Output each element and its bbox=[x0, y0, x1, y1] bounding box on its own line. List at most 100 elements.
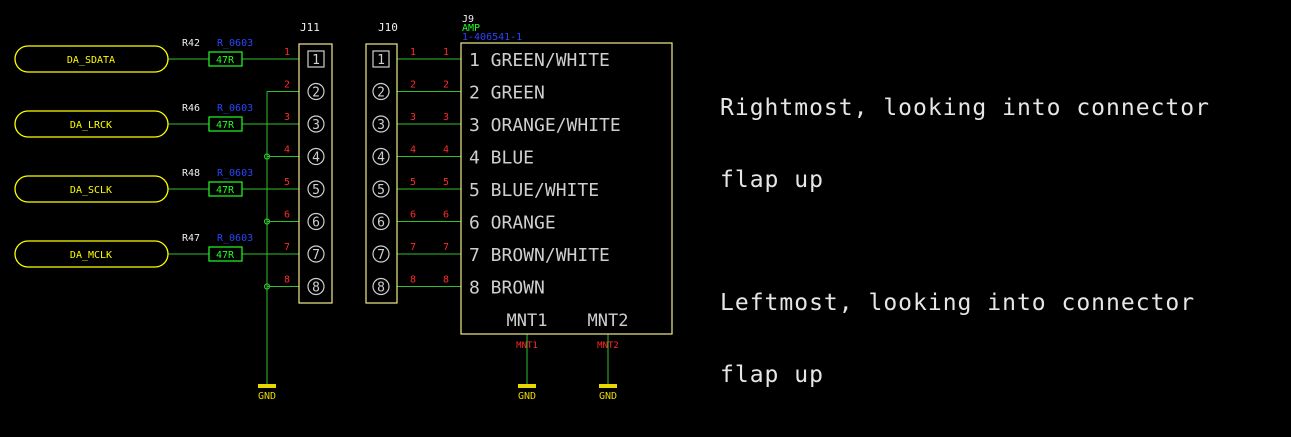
j11-pin-number-6: 6 bbox=[284, 210, 290, 221]
resistor-value-R42: 47R bbox=[216, 55, 235, 66]
gnd-symbol-MNT2 bbox=[599, 384, 617, 388]
j11-pin-6-circle bbox=[307, 212, 325, 231]
net-label-text-da_sclk: DA_SCLK bbox=[70, 185, 112, 196]
resistor-ref-R48: R48 bbox=[182, 168, 200, 179]
j11-body bbox=[298, 43, 333, 304]
j11-pin-number-5: 5 bbox=[284, 177, 290, 188]
j9-manufacturer: AMP bbox=[462, 23, 480, 34]
j11-pin-number-3: 3 bbox=[284, 112, 290, 123]
resistor-R46 bbox=[208, 116, 243, 132]
note-rightmost-line-1: Rightmost, looking into connector bbox=[720, 95, 1210, 121]
net-label-text-da_sdata: DA_SDATA bbox=[67, 55, 115, 66]
resistor-R42 bbox=[208, 51, 243, 67]
j10-pin-7-circle bbox=[372, 245, 390, 263]
j9-pin-number-4: 4 bbox=[443, 145, 449, 156]
j11-pin-8-circle bbox=[307, 277, 325, 296]
resistor-R47 bbox=[208, 246, 243, 262]
resistor-footprint-R42: R_0603 bbox=[217, 38, 253, 49]
j10-pin-label-1: 1 bbox=[377, 53, 385, 68]
j9-pin-number-8: 8 bbox=[443, 275, 449, 286]
j10-pin-5-circle bbox=[372, 180, 390, 198]
j10-pin-label-2: 2 bbox=[377, 86, 385, 101]
j9-pin-number-3: 3 bbox=[443, 112, 449, 123]
gnd-label-bus: GND bbox=[258, 391, 276, 402]
j11-pin-label-6: 6 bbox=[312, 216, 320, 231]
j9-pin-name-2: 2 GREEN bbox=[469, 83, 545, 104]
j11-pin-4-circle bbox=[307, 147, 325, 166]
j9-pin-number-7: 7 bbox=[443, 242, 449, 253]
j11-pin-label-3: 3 bbox=[312, 118, 320, 133]
j11-pin-1-square bbox=[307, 50, 325, 68]
resistor-value-R47: 47R bbox=[216, 250, 235, 261]
junction-8 bbox=[263, 283, 271, 290]
resistor-footprint-R46: R_0603 bbox=[217, 103, 253, 114]
resistor-ref-R46: R46 bbox=[182, 103, 200, 114]
j10-pin-label-8: 8 bbox=[377, 281, 385, 296]
j9-pin-number-5: 5 bbox=[443, 177, 449, 188]
j9-pin-name-4: 4 BLUE bbox=[469, 148, 534, 169]
gnd-symbol-MNT1 bbox=[518, 384, 536, 388]
parts bbox=[14, 42, 673, 388]
j9-pin-name-8: 8 BROWN bbox=[469, 278, 545, 299]
j9-pin-number-1: 1 bbox=[443, 47, 449, 58]
gnd-label-MNT2: GND bbox=[599, 391, 617, 402]
j9-pin-number-6: 6 bbox=[443, 210, 449, 221]
j10-pin-label-4: 4 bbox=[377, 151, 385, 166]
j9-ref: J9 bbox=[462, 14, 474, 25]
j9-mount-label-MNT2: MNT2 bbox=[588, 311, 629, 331]
net-label-text-da_mclk: DA_MCLK bbox=[70, 250, 112, 261]
j11-pin-label-7: 7 bbox=[312, 248, 320, 263]
j10-pin-label-7: 7 bbox=[377, 248, 385, 263]
resistor-ref-R47: R47 bbox=[182, 233, 200, 244]
j10-pin-number-4: 4 bbox=[410, 145, 416, 156]
j10-pin-4-circle bbox=[372, 147, 390, 166]
j9-pin-name-5: 5 BLUE/WHITE bbox=[469, 180, 599, 201]
j9-pin-name-1: 1 GREEN/WHITE bbox=[469, 50, 610, 71]
j9-pin-name-7: 7 BROWN/WHITE bbox=[469, 245, 610, 266]
j9-pin-name-6: 6 ORANGE bbox=[469, 213, 556, 234]
j10-ref: J10 bbox=[378, 21, 398, 34]
resistor-R48 bbox=[208, 181, 243, 197]
j9-mount-label-MNT1: MNT1 bbox=[507, 311, 548, 331]
j11-pin-label-8: 8 bbox=[312, 281, 320, 296]
note-rightmost: Rightmost, looking into connector flap u… bbox=[720, 48, 1210, 216]
net-label-da_mclk bbox=[14, 240, 169, 268]
resistor-footprint-R47: R_0603 bbox=[217, 233, 253, 244]
j11-pin-label-2: 2 bbox=[312, 86, 320, 101]
j11-pin-label-5: 5 bbox=[312, 183, 320, 198]
j11-pin-number-1: 1 bbox=[284, 47, 290, 58]
net-label-da_lrck bbox=[14, 110, 169, 138]
j10-pin-number-7: 7 bbox=[410, 242, 416, 253]
resistor-value-R48: 47R bbox=[216, 185, 235, 196]
net-label-text-da_lrck: DA_LRCK bbox=[70, 120, 112, 131]
j10-pin-label-3: 3 bbox=[377, 118, 385, 133]
j9-pin-number-2: 2 bbox=[443, 80, 449, 91]
resistor-value-R46: 47R bbox=[216, 120, 235, 131]
net-label-da_sdata bbox=[14, 45, 169, 73]
j10-pin-number-2: 2 bbox=[410, 80, 416, 91]
j11-pin-label-1: 1 bbox=[312, 53, 320, 68]
j10-pin-1-square bbox=[372, 50, 390, 68]
junction-6 bbox=[263, 218, 271, 225]
j9-mount-pin-MNT1: MNT1 bbox=[516, 341, 538, 351]
gnd-symbol-bus bbox=[258, 384, 276, 388]
j10-pin-2-circle bbox=[372, 82, 390, 101]
j10-pin-number-5: 5 bbox=[410, 177, 416, 188]
j10-pin-label-6: 6 bbox=[377, 216, 385, 231]
j11-pin-number-8: 8 bbox=[284, 275, 290, 286]
gnd-label-MNT1: GND bbox=[518, 391, 536, 402]
j11-pin-number-7: 7 bbox=[284, 242, 290, 253]
j11-pin-number-2: 2 bbox=[284, 80, 290, 91]
j10-pin-number-3: 3 bbox=[410, 112, 416, 123]
j10-body bbox=[365, 43, 398, 304]
resistor-ref-R42: R42 bbox=[182, 38, 200, 49]
j11-pin-label-4: 4 bbox=[312, 151, 320, 166]
j11-pin-2-circle bbox=[307, 82, 325, 101]
j10-pin-8-circle bbox=[372, 277, 390, 296]
j9-mount-pin-MNT2: MNT2 bbox=[597, 341, 619, 351]
j9-part-number: 1-406541-1 bbox=[462, 32, 522, 43]
j9-pin-name-3: 3 ORANGE/WHITE bbox=[469, 115, 621, 136]
note-leftmost: Leftmost, looking into connector flap up bbox=[720, 243, 1195, 411]
j11-ref: J11 bbox=[300, 21, 320, 34]
net-label-da_sclk bbox=[14, 175, 169, 203]
